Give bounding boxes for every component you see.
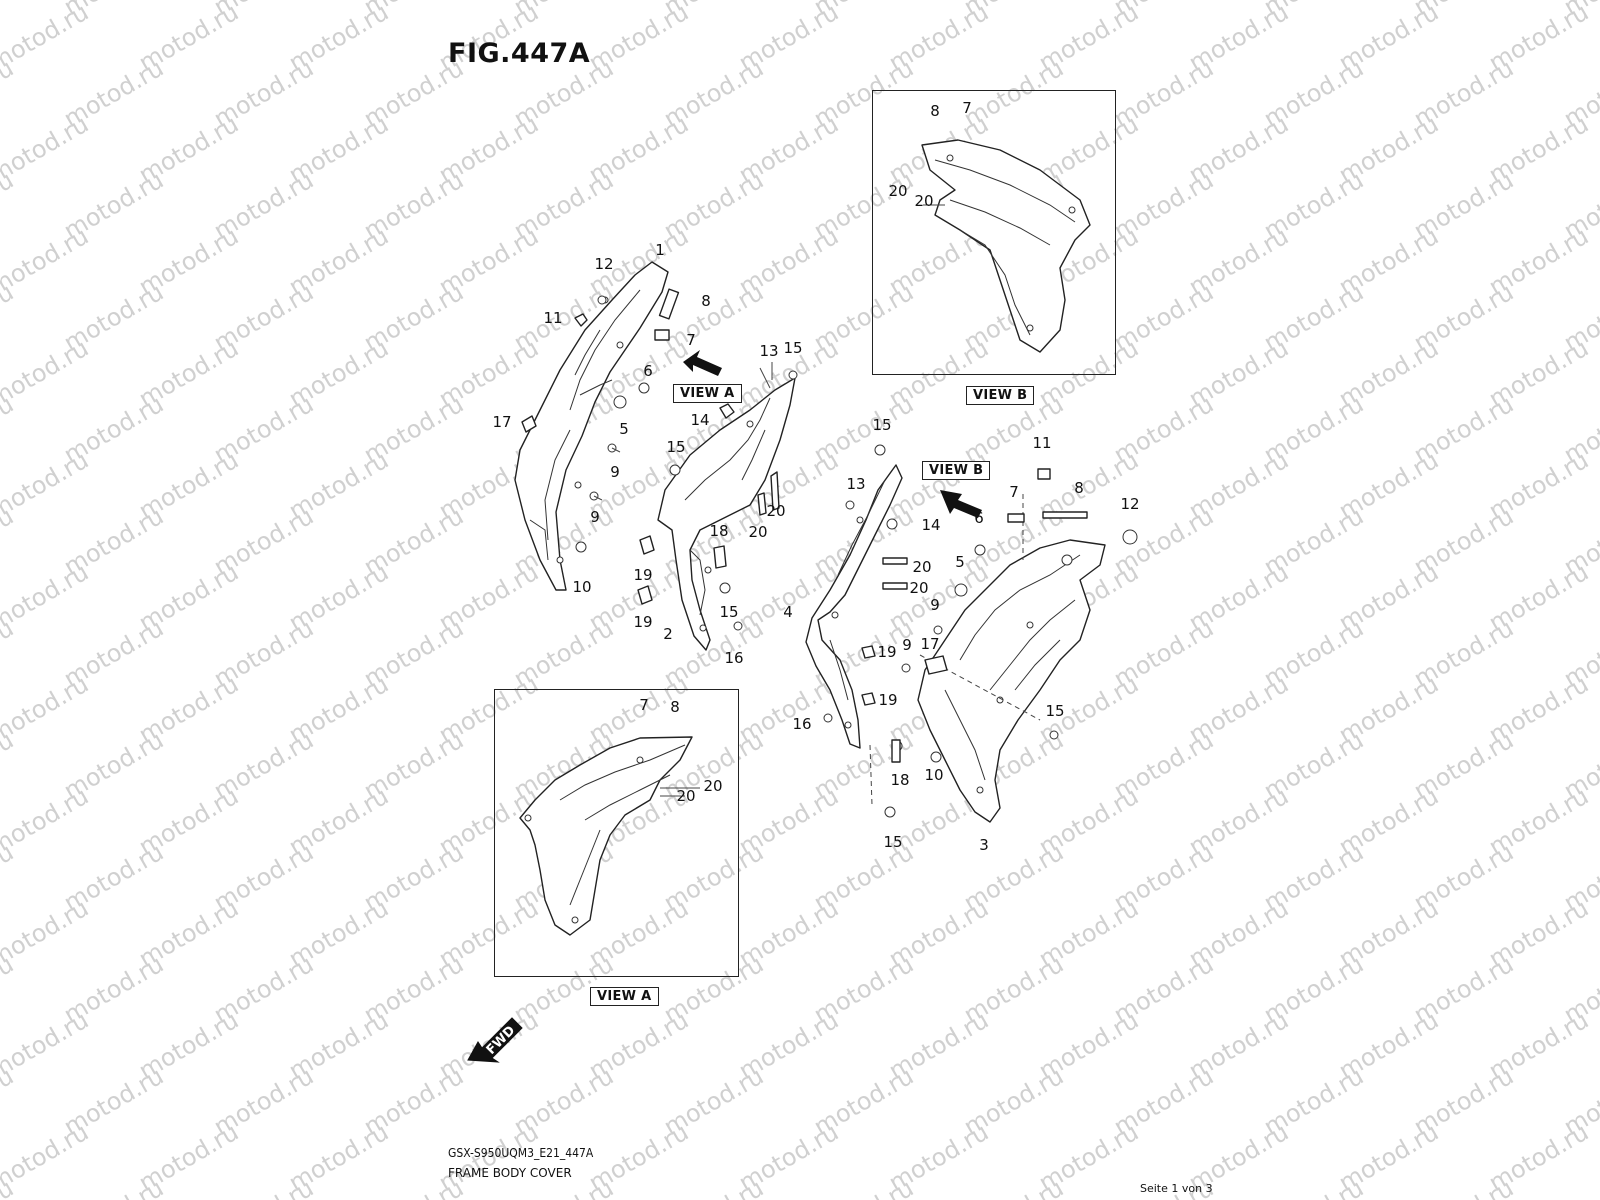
callout-8b: 8 <box>1074 479 1084 497</box>
view-b-label: VIEW B <box>966 386 1035 405</box>
callout-10: 10 <box>572 578 592 596</box>
callout-20d: 20 <box>909 579 929 597</box>
callout-8: 8 <box>701 292 711 310</box>
view-b-frame <box>872 90 1116 375</box>
callout-16b: 16 <box>792 715 812 733</box>
callout-19c: 19 <box>877 643 897 661</box>
view-a-label: VIEW A <box>673 384 742 403</box>
callout-10b: 10 <box>924 766 944 784</box>
part-4-inner-cover <box>805 464 903 749</box>
left-hardware <box>521 288 680 553</box>
callout-13: 13 <box>759 342 779 360</box>
callout-vb-20: 20 <box>888 182 908 200</box>
callout-19b: 19 <box>633 613 653 631</box>
callout-14b: 14 <box>921 516 941 534</box>
callout-9d: 9 <box>902 636 912 654</box>
view-b-arrow <box>940 490 982 518</box>
callout-18: 18 <box>709 522 729 540</box>
callout-12: 12 <box>594 255 614 273</box>
fwd-arrow <box>467 1017 523 1063</box>
callout-6: 6 <box>643 362 653 380</box>
part-1-frame-cover-left <box>514 261 669 591</box>
callout-16: 16 <box>724 649 744 667</box>
callout-15c: 15 <box>719 603 739 621</box>
callout-17: 17 <box>492 413 512 431</box>
part-3-frame-cover-right <box>869 494 1106 823</box>
callout-7: 7 <box>686 331 696 349</box>
callout-9c: 9 <box>930 596 940 614</box>
view-a-drawing <box>519 736 700 936</box>
callout-15d: 15 <box>872 416 892 434</box>
callout-15e: 15 <box>883 833 903 851</box>
callout-18b: 18 <box>890 771 910 789</box>
callout-2: 2 <box>663 625 673 643</box>
callout-9b: 9 <box>590 508 600 526</box>
view-b-drawing <box>921 139 1091 353</box>
callout-15f: 15 <box>1045 702 1065 720</box>
view-a-label-2: VIEW A <box>590 987 659 1006</box>
callout-13b: 13 <box>846 475 866 493</box>
page-number: Seite 1 von 3 <box>1140 1182 1213 1195</box>
callout-14: 14 <box>690 411 710 429</box>
callout-va-20: 20 <box>703 777 723 795</box>
callout-va-7: 7 <box>639 696 649 714</box>
callout-vb-8: 8 <box>930 102 940 120</box>
callout-va-20b: 20 <box>676 787 696 805</box>
callout-17b: 17 <box>920 635 940 653</box>
callout-19: 19 <box>633 566 653 584</box>
callout-15b: 15 <box>666 438 686 456</box>
callout-20b: 20 <box>748 523 768 541</box>
callout-vb-20b: 20 <box>914 192 934 210</box>
part-2-side-cover <box>657 377 796 651</box>
figure-title: FIG.447A <box>448 38 591 69</box>
callout-5: 5 <box>619 420 629 438</box>
view-a-frame <box>494 689 739 977</box>
callout-11: 11 <box>543 309 563 327</box>
callout-5b: 5 <box>955 553 965 571</box>
callout-va-8: 8 <box>670 698 680 716</box>
right-hardware <box>823 444 1138 818</box>
callout-15: 15 <box>783 339 803 357</box>
callout-3: 3 <box>979 836 989 854</box>
callout-20: 20 <box>766 502 786 520</box>
callout-6b: 6 <box>974 509 984 527</box>
callout-vb-7: 7 <box>962 99 972 117</box>
callout-19d: 19 <box>878 691 898 709</box>
callout-7b: 7 <box>1009 483 1019 501</box>
middle-hardware <box>637 362 798 631</box>
callout-1: 1 <box>655 241 665 259</box>
callout-4: 4 <box>783 603 793 621</box>
view-a-arrow <box>683 350 722 376</box>
callout-11b: 11 <box>1032 434 1052 452</box>
callout-20c: 20 <box>912 558 932 576</box>
callout-9: 9 <box>610 463 620 481</box>
view-b-label-2: VIEW B <box>922 461 991 480</box>
figure-caption: FRAME BODY COVER <box>448 1166 572 1180</box>
model-code: GSX-S950UQM3_E21_447A <box>448 1146 594 1160</box>
callout-12b: 12 <box>1120 495 1140 513</box>
